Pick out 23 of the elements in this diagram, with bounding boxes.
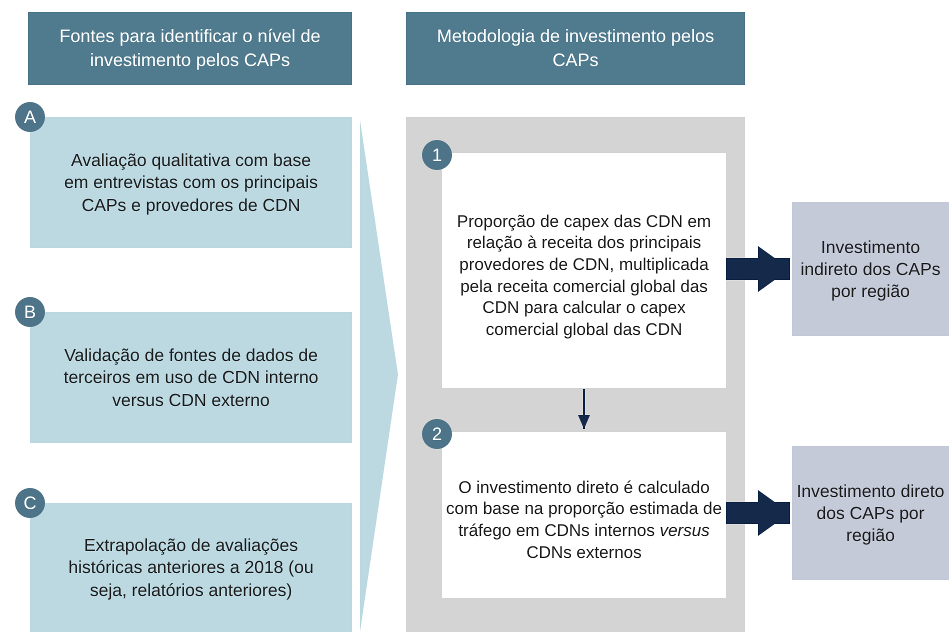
arrow (726, 246, 790, 292)
box-text: Investimento direto dos CAPs por região (796, 480, 946, 546)
step-letter: C (15, 488, 45, 518)
box-text: Proporção de capex das CDN em relação à receita dos principais provedores de CDN, multiplicada pela receita comercial global das CDN para calcular o capex comercial global das CDN (456, 210, 712, 340)
result-box (792, 202, 949, 336)
step-letter: 1 (422, 140, 452, 170)
box-text: Investimento indireto dos CAPs por região (799, 236, 942, 302)
header-box (406, 12, 745, 85)
box-text: Metodologia de investimento pelos CAPs (436, 25, 716, 72)
arrow (578, 389, 590, 429)
result-box (792, 446, 949, 580)
step-letter: A (15, 102, 45, 132)
step-letter: B (15, 297, 45, 327)
step-letter: 2 (422, 419, 452, 449)
header-box (28, 12, 352, 85)
arrow (726, 490, 790, 536)
box-text: Extrapolação de avaliações históricas anteriores a 2018 (ou seja, relatórios anteriores) (67, 534, 315, 601)
panel (406, 117, 745, 632)
box-text: O investimento direto é calculado com base na proporção estimada de tráfego em CDNs internos versus CDNs externos (445, 476, 723, 564)
box-text: Validação de fontes de dados de terceiros em uso de CDN interno versus CDN externo (62, 344, 320, 411)
chevron-arrow (360, 120, 398, 632)
box-text: Fontes para identificar o nível de investimento pelos CAPs (58, 25, 322, 72)
box-text: Avaliação qualitativa com base em entrevistas com os principais CAPs e provedores de CDN (63, 149, 319, 216)
